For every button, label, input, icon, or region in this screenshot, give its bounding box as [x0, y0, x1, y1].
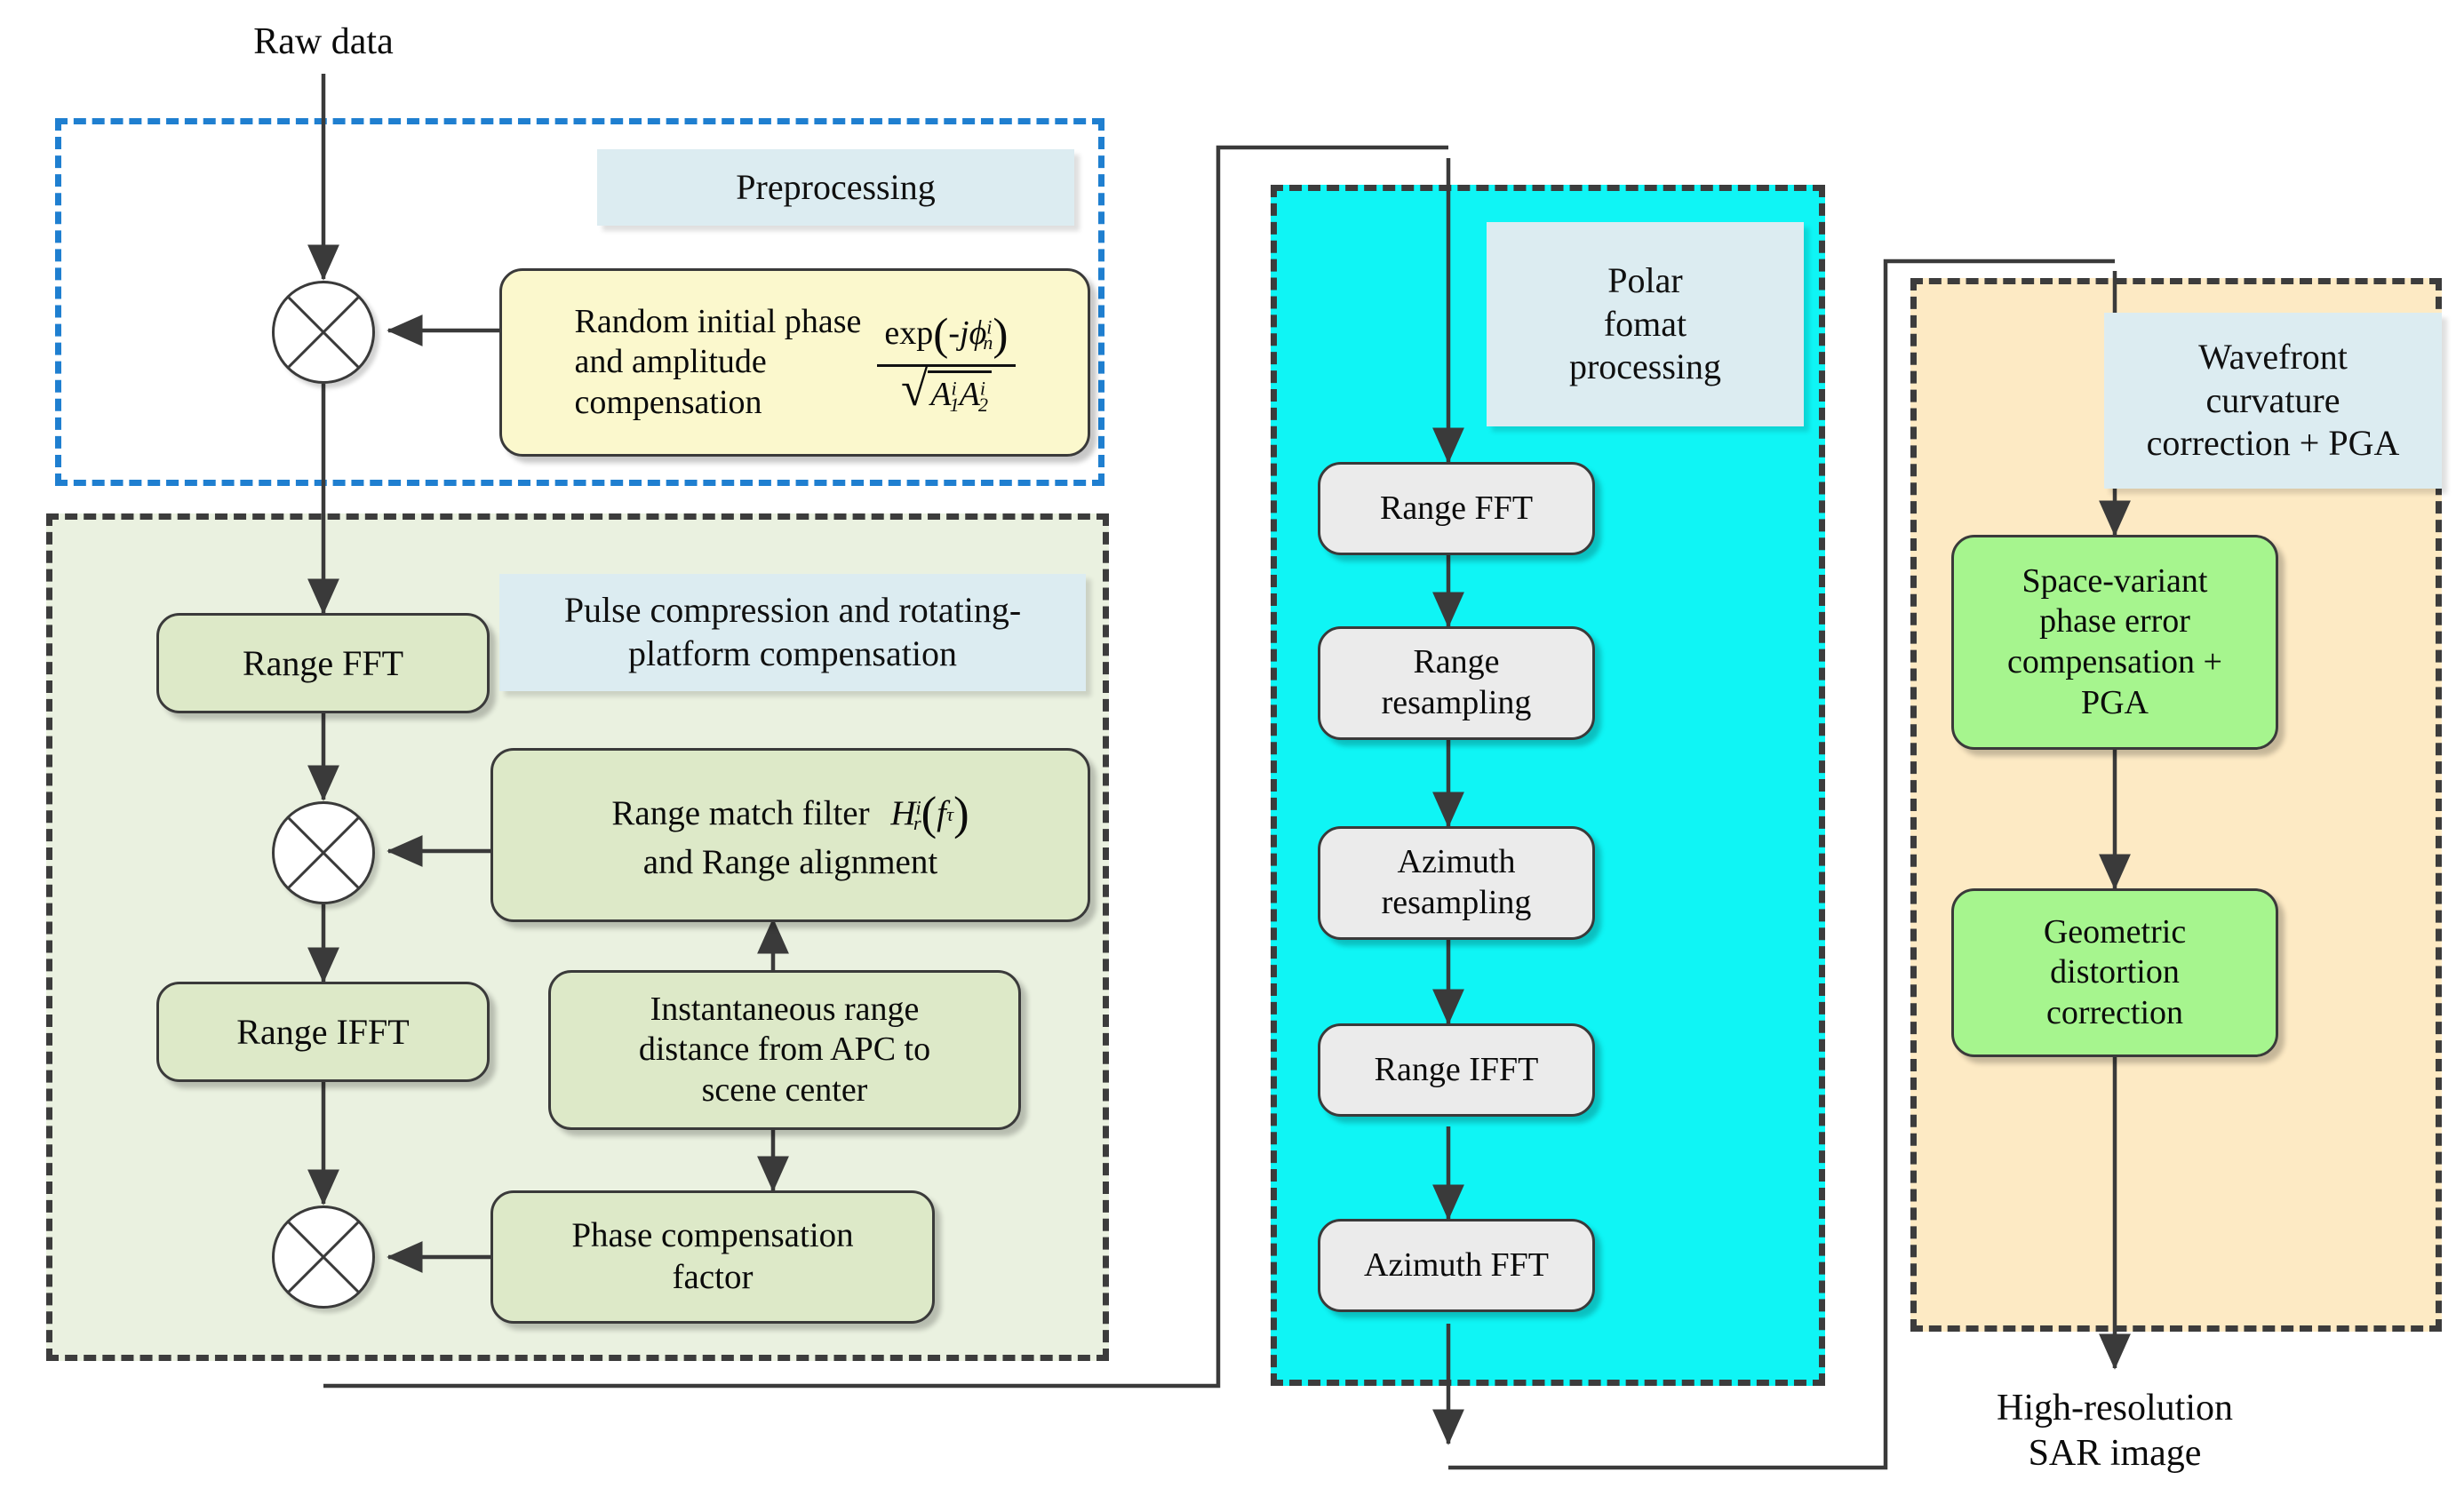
random-phase-line3: compensation [574, 383, 762, 421]
polar-range-ifft-text: Range IFFT [1374, 1050, 1539, 1088]
caption-preprocessing: Preprocessing [597, 149, 1074, 226]
caption-polar-line3: processing [1568, 346, 1722, 387]
polar-range-resamp-line1: Range [1413, 643, 1500, 681]
wave-n1-line4: PGA [2080, 683, 2149, 721]
caption-pulse-line1: Pulse compression and rotating- [563, 590, 1022, 631]
node-geometric-distortion-correction[interactable]: Geometric distortion correction [1951, 888, 2278, 1057]
polar-azimuth-resamp-line2: resampling [1381, 884, 1532, 921]
wave-n2-line3: correction [2045, 993, 2184, 1031]
formula-exp: exp [884, 314, 934, 352]
node-space-variant-phase-error[interactable]: Space-variant phase error compensation +… [1951, 535, 2278, 750]
node-polar-azimuth-fft[interactable]: Azimuth FFT [1318, 1219, 1595, 1312]
rmf-line1-text: Range match filter [611, 794, 870, 833]
input-label-raw-data: Raw data [190, 20, 457, 65]
random-phase-text: Random initial phase and amplitude compe… [574, 302, 877, 424]
formula-h-sup: i [915, 796, 921, 819]
caption-pulse-compression: Pulse compression and rotating- platform… [499, 574, 1086, 691]
formula-a1-sup: i [951, 378, 957, 401]
pcf-line2: factor [672, 1258, 754, 1296]
multiplier-node-1 [272, 281, 375, 384]
output-label-high-resolution: High-resolution SAR image [1946, 1386, 2284, 1476]
node-phase-compensation-factor[interactable]: Phase compensation factor [490, 1190, 935, 1324]
formula-h: H [890, 794, 916, 833]
multiplier-node-2 [272, 801, 375, 904]
multiplier-node-3 [272, 1206, 375, 1309]
wave-n1-line2: phase error [2039, 602, 2190, 641]
formula-f-sub: τ [946, 803, 954, 826]
caption-wavefront-line1: Wavefront [2198, 336, 2348, 377]
formula-f: f [937, 794, 946, 833]
wave-n1-line1: Space-variant [2021, 561, 2208, 600]
node-instantaneous-range-distance[interactable]: Instantaneous range distance from APC to… [548, 970, 1021, 1130]
formula-h-sub: r [913, 812, 921, 835]
wave-n2-line1: Geometric [2043, 912, 2187, 951]
node-range-fft-left[interactable]: Range FFT [156, 613, 490, 713]
caption-wavefront: Wavefront curvature correction + PGA [2104, 313, 2442, 489]
formula-a1-sub: 1 [949, 393, 960, 416]
range-ifft-left-text: Range IFFT [236, 1011, 410, 1052]
formula-a2: A [959, 376, 980, 414]
node-polar-range-fft[interactable]: Range FFT [1318, 462, 1595, 555]
formula-a1: A [930, 376, 952, 414]
caption-preprocessing-text: Preprocessing [736, 166, 936, 207]
inst-line2: distance from APC to [638, 1031, 931, 1069]
random-phase-formula: exp(-jϕin) √ Ai1Ai2 [877, 307, 1016, 418]
formula-phi-sub: n [983, 330, 993, 354]
caption-polar-line1: Polar [1607, 259, 1683, 300]
high-res-line2: SAR image [2028, 1433, 2202, 1475]
caption-wavefront-line3: correction + PGA [2146, 423, 2400, 464]
polar-range-fft-text: Range FFT [1379, 489, 1534, 527]
inst-line3: scene center [701, 1070, 868, 1109]
caption-wavefront-line2: curvature [2205, 379, 2340, 420]
pcf-line1: Phase compensation [571, 1216, 854, 1255]
polar-azimuth-fft-text: Azimuth FFT [1364, 1245, 1549, 1284]
wave-n2-line2: distortion [2050, 953, 2180, 991]
wave-n1-line3: compensation + [2007, 643, 2222, 680]
polar-range-resamp-line2: resampling [1381, 684, 1532, 721]
node-random-initial-phase[interactable]: Random initial phase and amplitude compe… [499, 268, 1090, 457]
inst-line1: Instantaneous range [650, 990, 920, 1028]
random-phase-line2: and amplitude [574, 343, 767, 381]
polar-azimuth-resamp-line1: Azimuth [1397, 843, 1516, 881]
formula-exp-arg: -jϕ [948, 314, 987, 352]
formula-a2-sub: 2 [977, 393, 988, 416]
raw-data-text: Raw data [253, 21, 394, 62]
node-range-ifft-left[interactable]: Range IFFT [156, 982, 490, 1082]
caption-polar-format: Polar fomat processing [1487, 222, 1804, 426]
node-polar-range-ifft[interactable]: Range IFFT [1318, 1023, 1595, 1117]
formula-a2-sup: i [979, 378, 985, 401]
rmf-line2: and Range alignment [642, 843, 938, 882]
node-polar-azimuth-resampling[interactable]: Azimuth resampling [1318, 826, 1595, 940]
caption-pulse-line2: platform compensation [628, 633, 957, 673]
random-phase-line1: Random initial phase [574, 302, 862, 340]
caption-polar-line2: fomat [1603, 303, 1687, 344]
node-polar-range-resampling[interactable]: Range resampling [1318, 626, 1595, 740]
formula-phi-sup: i [986, 315, 993, 338]
high-res-line1: High-resolution [1997, 1388, 2233, 1428]
range-fft-left-text: Range FFT [242, 642, 404, 683]
